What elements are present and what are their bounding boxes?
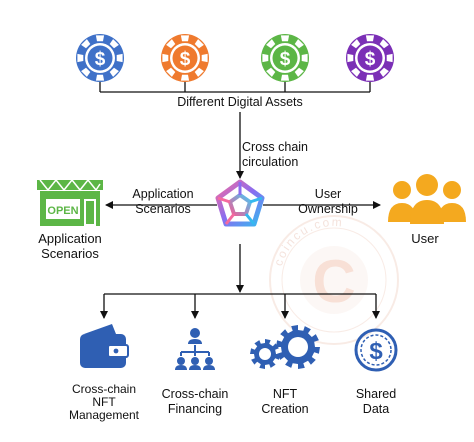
right-arrow-line2: Ownership xyxy=(298,202,358,216)
orange-coin-symbol: $ xyxy=(180,49,191,70)
nft-management-line2: NFT xyxy=(92,395,116,409)
watermark: C coincu.com xyxy=(269,215,399,345)
store-caption: Application Scenarios xyxy=(20,231,120,261)
bottom-caption-nft-management: Cross-chain NFT Management xyxy=(59,383,149,422)
left-arrow-line1: Application xyxy=(132,187,194,201)
left-arrow-line2: Scenarios xyxy=(135,202,191,216)
right-arrow-line1: User xyxy=(314,187,342,201)
blue-coin-icon: $ xyxy=(76,34,124,82)
right-arrow-label: User Ownership xyxy=(282,187,374,217)
assets-label: Different Digital Assets xyxy=(150,95,330,110)
nft-creation-line1: NFT xyxy=(272,387,298,401)
store-caption-line2: Scenarios xyxy=(41,246,99,261)
shared-data-icon: $ xyxy=(354,328,398,372)
watermark-letter: C xyxy=(312,248,355,315)
green-coin-icon: $ xyxy=(261,34,309,82)
orange-coin-icon: $ xyxy=(161,34,209,82)
svg-text:$: $ xyxy=(369,338,383,365)
shared-data-line1: Shared xyxy=(355,387,397,401)
green-coin-symbol: $ xyxy=(280,49,291,70)
assets-bracket xyxy=(99,78,371,179)
pentagon-logo-icon xyxy=(215,179,265,227)
bottom-caption-shared-data: Shared Data xyxy=(341,387,411,417)
store-sign: OPEN xyxy=(47,205,78,217)
blue-coin-symbol: $ xyxy=(95,49,106,70)
nft-management-line1: Cross-chain xyxy=(71,382,137,396)
financing-line2: Financing xyxy=(167,402,223,416)
shared-data-line2: Data xyxy=(362,402,390,416)
nft-management-line3: Management xyxy=(68,408,140,422)
user-caption: User xyxy=(411,231,439,246)
store-icon: OPEN xyxy=(37,178,103,226)
cross-chain-label: Cross chain circulation xyxy=(242,140,328,170)
nft-creation-line2: Creation xyxy=(261,402,309,416)
gears-icon xyxy=(250,325,320,369)
purple-coin-symbol: $ xyxy=(365,49,376,70)
users-icon xyxy=(388,174,466,224)
bottom-caption-nft-creation: NFT Creation xyxy=(250,387,320,417)
network-icon xyxy=(175,328,215,370)
wallet-icon xyxy=(80,324,129,368)
store-caption-line1: Application xyxy=(38,231,102,246)
cross-chain-line1: Cross chain xyxy=(242,140,308,154)
left-arrow-label: Application Scenarios xyxy=(118,187,208,217)
bottom-tree xyxy=(100,244,380,319)
bottom-caption-financing: Cross-chain Financing xyxy=(150,387,240,417)
cross-chain-line2: circulation xyxy=(242,155,299,169)
digital-assets: $ $ $ $ xyxy=(76,34,394,82)
financing-line1: Cross-chain xyxy=(161,387,229,401)
purple-coin-icon: $ xyxy=(346,34,394,82)
